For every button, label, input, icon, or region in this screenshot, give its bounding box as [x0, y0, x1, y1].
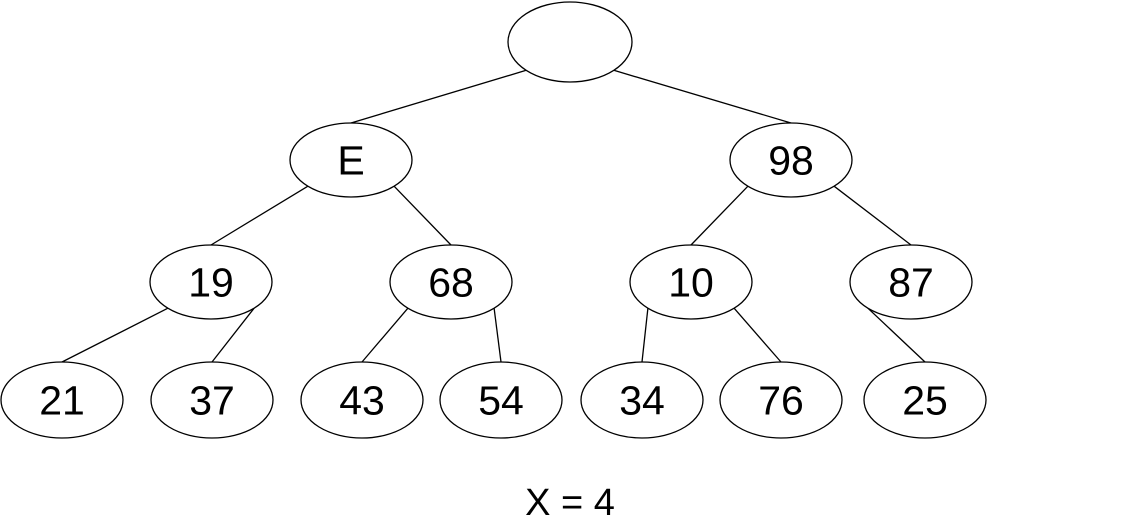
tree-edge-n-68-n-54: [493, 308, 502, 363]
node-label: 43: [339, 377, 385, 423]
tree-node-n-54: 54: [439, 361, 563, 439]
node-label: 37: [189, 377, 235, 423]
node-label: 98: [768, 137, 814, 183]
tree-node-n-43: 43: [300, 361, 424, 439]
node-ellipse: [729, 122, 853, 198]
node-label: 76: [758, 377, 804, 423]
tree-node-n-98: 98: [729, 122, 853, 198]
node-ellipse: [389, 244, 513, 320]
node-ellipse: [719, 361, 843, 439]
node-ellipse: [849, 244, 973, 320]
tree-node-n-E: E: [289, 122, 413, 198]
tree-edge-n-E-n-19: [210, 185, 309, 246]
tree-node-n-37: 37: [150, 361, 274, 439]
tree-edge-n-E-n-68: [393, 185, 452, 246]
tree-edge-n-98-n-87: [833, 185, 912, 246]
tree-node-n-25: 25: [863, 361, 987, 439]
node-label: 21: [39, 377, 85, 423]
tree-edge-root-n-98: [613, 69, 792, 124]
tree-edge-n-10-n-76: [733, 307, 782, 363]
tree-edge-root-n-E: [350, 69, 527, 124]
tree-edge-n-68-n-43: [361, 307, 409, 363]
tree-node-n-87: 87: [849, 244, 973, 320]
node-label: E: [337, 137, 364, 183]
diagram-caption: X = 4: [525, 482, 615, 524]
node-ellipse: [300, 361, 424, 439]
tree-edges-layer: [61, 69, 926, 363]
node-label: 87: [888, 259, 934, 305]
node-label: 19: [188, 259, 234, 305]
tree-node-root: [507, 1, 633, 83]
tree-edge-n-19-n-37: [211, 307, 255, 363]
tree-node-n-19: 19: [149, 244, 273, 320]
tree-edge-n-19-n-21: [61, 307, 169, 363]
node-ellipse: [629, 244, 753, 320]
node-label: 68: [428, 259, 474, 305]
tree-edge-n-10-n-34: [641, 308, 649, 363]
node-ellipse: [149, 244, 273, 320]
tree-node-n-10: 10: [629, 244, 753, 320]
node-label: 10: [668, 259, 714, 305]
node-label: 34: [619, 377, 665, 423]
tree-node-n-34: 34: [580, 361, 704, 439]
node-ellipse: [439, 361, 563, 439]
tree-nodes-layer: E 98 19 68 10 87 21 37 43 54 34 76 25: [0, 1, 987, 439]
tree-edge-n-98-n-10: [690, 185, 749, 246]
node-ellipse: [863, 361, 987, 439]
tree-node-n-21: 21: [0, 361, 124, 439]
node-ellipse: [580, 361, 704, 439]
tree-node-n-76: 76: [719, 361, 843, 439]
node-label: 25: [902, 377, 948, 423]
node-ellipse: [0, 361, 124, 439]
node-ellipse: [507, 1, 633, 83]
node-label: 54: [478, 377, 524, 423]
node-ellipse: [289, 122, 413, 198]
tree-edge-n-87-n-25: [867, 307, 926, 363]
tree-node-n-68: 68: [389, 244, 513, 320]
node-ellipse: [150, 361, 274, 439]
